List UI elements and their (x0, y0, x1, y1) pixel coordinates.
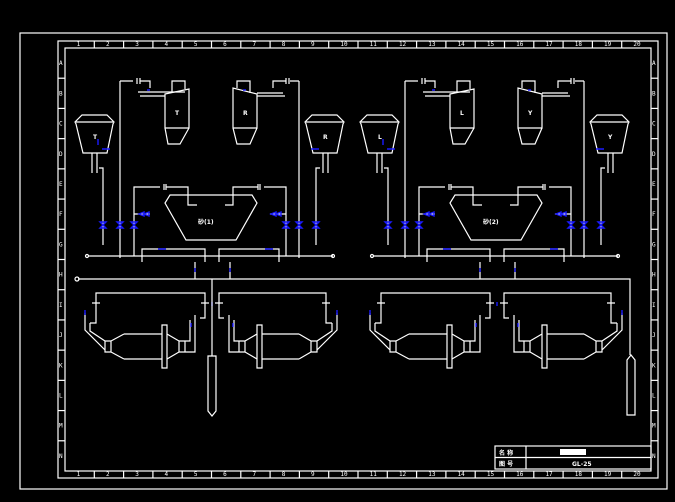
column-tick: 12 (399, 471, 407, 478)
column-tick: 7 (252, 41, 256, 48)
column-tick: 11 (370, 41, 378, 48)
cyclone-right-label: R (243, 110, 248, 117)
unit-left: T R T R 砂(1) (74, 77, 345, 369)
row-tick: I (652, 302, 656, 309)
row-tick: J (59, 332, 63, 339)
column-tick: 16 (516, 41, 524, 48)
hopper-right-label: Y (607, 134, 613, 141)
unit-right: L Y L Y 砂(2) (359, 77, 630, 369)
column-tick: 5 (194, 471, 198, 478)
column-tick: 15 (487, 471, 495, 478)
column-tick: 1 (77, 41, 81, 48)
drawing-no-label: 图 号 (499, 460, 513, 468)
column-tick: 17 (545, 471, 553, 478)
column-tick: 1 (77, 471, 81, 478)
column-tick: 4 (165, 41, 169, 48)
column-tick: 18 (575, 41, 583, 48)
column-tick: 20 (633, 471, 641, 478)
column-tick: 4 (165, 471, 169, 478)
column-tick: 8 (282, 471, 286, 478)
column-tick: 7 (252, 471, 256, 478)
hopper-left-label: L (378, 134, 382, 141)
row-tick: C (59, 121, 63, 128)
cyclone-left-label: T (175, 110, 180, 117)
column-tick: 12 (399, 41, 407, 48)
column-tick: 11 (370, 471, 378, 478)
row-tick: E (59, 181, 63, 188)
column-tick: 8 (282, 41, 286, 48)
column-tick: 19 (604, 41, 612, 48)
center-hopper-label: 砂(1) (197, 218, 214, 226)
row-tick: F (652, 211, 656, 218)
column-tick: 3 (135, 41, 139, 48)
row-tick: G (59, 241, 63, 248)
row-tick: D (652, 151, 656, 158)
row-tick: H (652, 272, 656, 279)
column-tick: 20 (633, 41, 641, 48)
column-tick: 16 (516, 471, 524, 478)
row-tick: N (652, 453, 656, 460)
row-tick: L (652, 392, 656, 399)
name-label: 名 称 (499, 449, 513, 457)
column-tick: 9 (311, 471, 315, 478)
column-tick: 9 (311, 41, 315, 48)
row-tick: K (652, 362, 656, 369)
inner-border (64, 47, 652, 472)
cyclone-right-label: Y (527, 110, 533, 117)
row-tick: H (59, 272, 63, 279)
column-tick: 19 (604, 471, 612, 478)
column-tick: 10 (340, 41, 348, 48)
column-tick: 10 (340, 471, 348, 478)
main-pipeline (74, 276, 636, 417)
center-hopper-label: 砂(2) (482, 218, 499, 226)
row-tick: J (652, 332, 656, 339)
column-tick: 6 (223, 471, 227, 478)
row-tick: A (652, 60, 656, 67)
row-tick: A (59, 60, 63, 67)
row-tick: I (59, 302, 63, 309)
row-tick: E (652, 181, 656, 188)
column-tick: 2 (106, 471, 110, 478)
column-tick: 18 (575, 471, 583, 478)
row-tick: M (59, 423, 63, 430)
column-tick: 5 (194, 41, 198, 48)
outer-border (19, 32, 668, 490)
column-tick: 15 (487, 41, 495, 48)
column-tick: 3 (135, 471, 139, 478)
title-text-blocks (560, 449, 586, 455)
hopper-left-label: T (93, 134, 98, 141)
row-tick: D (59, 151, 63, 158)
title-block: 名 称 图 号 GL-25 (494, 445, 652, 470)
column-tick: 17 (545, 41, 553, 48)
grid-ticks: 1122334455667788991010111112121313141415… (58, 41, 658, 478)
column-tick: 2 (106, 41, 110, 48)
column-tick: 6 (223, 41, 227, 48)
row-tick: B (652, 90, 656, 97)
column-tick: 13 (428, 471, 436, 478)
row-tick: G (652, 241, 656, 248)
row-tick: M (652, 423, 656, 430)
column-tick: 14 (458, 471, 466, 478)
hopper-right-label: R (323, 134, 328, 141)
column-tick: 13 (428, 41, 436, 48)
cyclone-left-label: L (460, 110, 464, 117)
frame-border (57, 40, 659, 479)
row-tick: N (59, 453, 63, 460)
row-tick: K (59, 362, 63, 369)
drawing-no: GL-25 (572, 461, 592, 468)
row-tick: L (59, 392, 63, 399)
row-tick: F (59, 211, 63, 218)
row-tick: B (59, 90, 63, 97)
row-tick: C (652, 121, 656, 128)
column-tick: 14 (458, 41, 466, 48)
